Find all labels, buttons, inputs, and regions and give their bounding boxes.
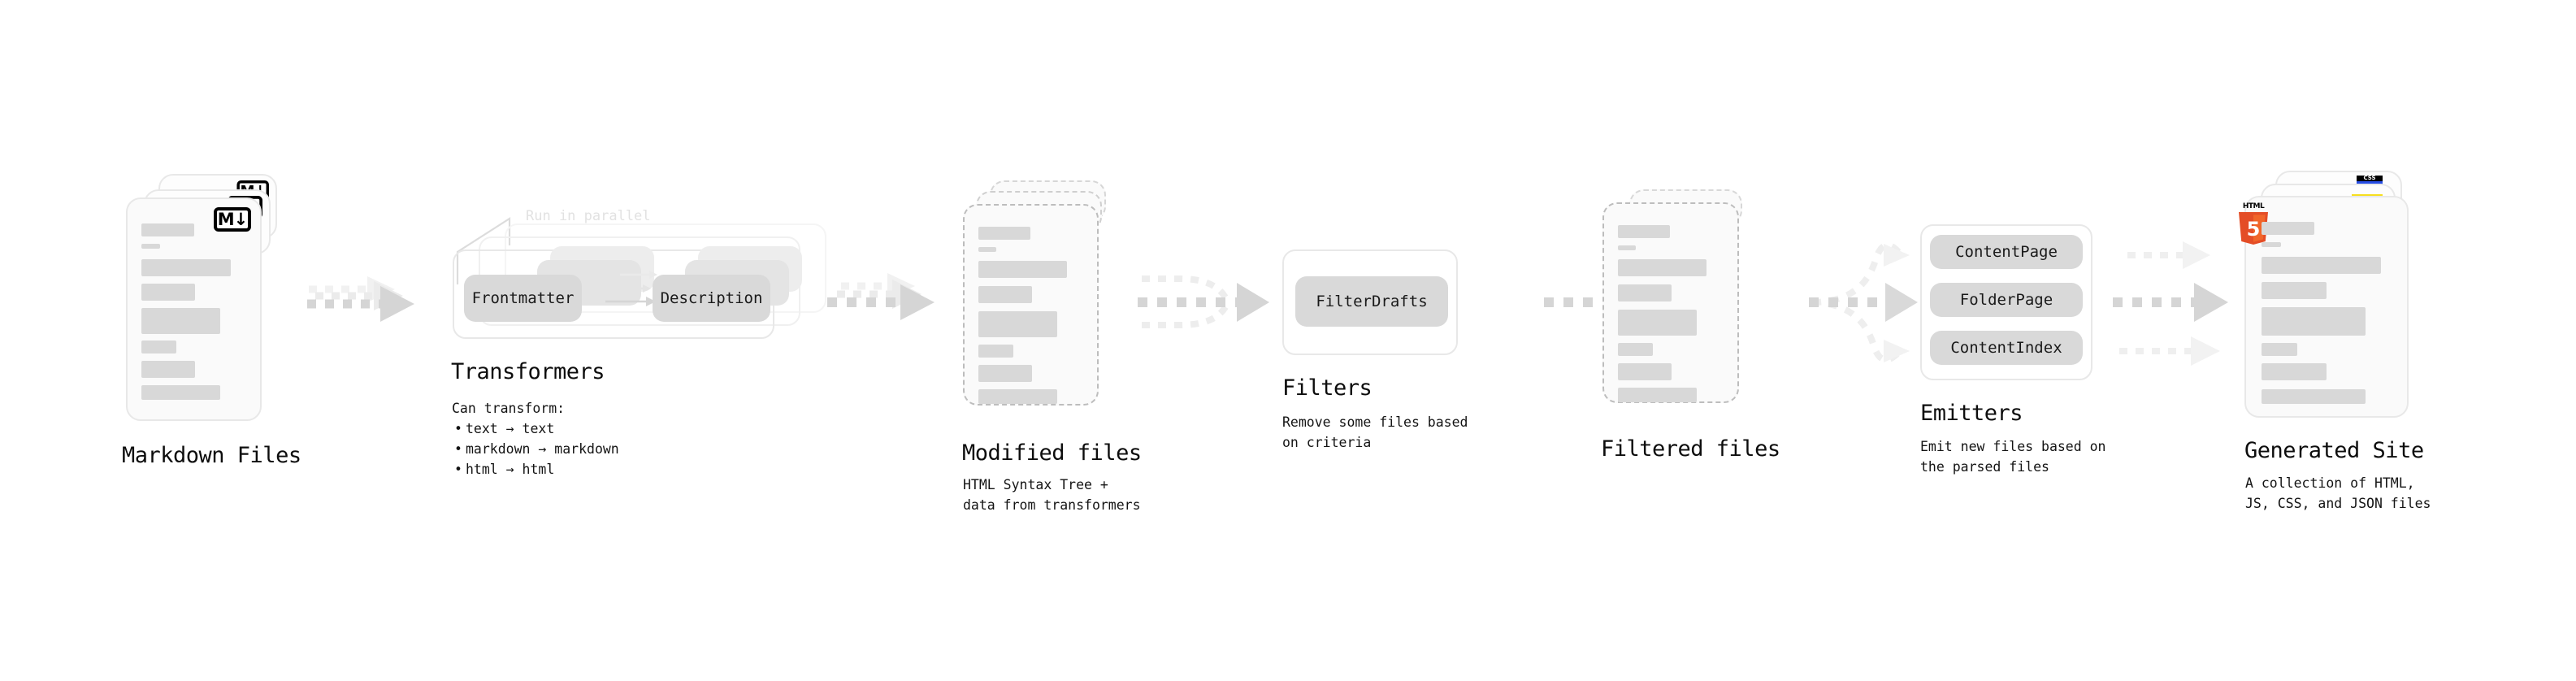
stage-modified-files: Modified files HTML Syntax Tree + data f… bbox=[962, 180, 1174, 513]
css-icon: CSS bbox=[2357, 176, 2383, 185]
html5-shield-icon: 5 bbox=[2239, 212, 2268, 245]
emitter-chip-folderpage[interactable]: FolderPage bbox=[1930, 283, 2083, 317]
transformers-description: Can transform: text → text markdown → ma… bbox=[452, 398, 619, 479]
arrow-markdown-to-transformers bbox=[307, 276, 414, 322]
filtered-files-title: Filtered files bbox=[1601, 436, 1780, 462]
transformers-list-item-1: markdown → markdown bbox=[454, 439, 619, 459]
emitter-chip-contentindex[interactable]: ContentIndex bbox=[1930, 331, 2083, 365]
site-card-front: HTML 5 bbox=[2239, 196, 2409, 418]
run-in-parallel-label: Run in parallel bbox=[526, 208, 651, 224]
transformers-list-item-2: html → html bbox=[454, 459, 619, 479]
transformers-list: text → text markdown → markdown html → h… bbox=[452, 419, 619, 479]
stage-filtered-files: Filtered files bbox=[1601, 189, 1814, 466]
emitter-chip-contentpage[interactable]: ContentPage bbox=[1930, 235, 2083, 269]
transformers-list-lead: Can transform: bbox=[452, 401, 566, 416]
stage-transformers: Run in parallel Frontmatter Description … bbox=[451, 203, 841, 496]
stage-generated-site: CSS HTML 5 bbox=[2239, 159, 2504, 511]
stage-markdown-files: M↓ M↓ M↓ Markdown F bbox=[122, 163, 337, 468]
filtered-card-front bbox=[1602, 202, 1739, 403]
transformer-chip-frontmatter[interactable]: Frontmatter bbox=[464, 275, 582, 322]
modified-card-stack bbox=[963, 180, 1150, 416]
markdown-card-front: M↓ bbox=[126, 197, 262, 421]
markdown-card-content bbox=[128, 199, 260, 419]
filters-group-box bbox=[1282, 249, 1458, 355]
modified-files-description: HTML Syntax Tree + data from transformer… bbox=[963, 477, 1141, 514]
transformers-title: Transformers bbox=[451, 359, 605, 384]
html5-icon: HTML 5 bbox=[2236, 202, 2270, 245]
filtered-card-stack bbox=[1602, 189, 1789, 425]
arrow-filtered-to-emitters bbox=[1809, 241, 1918, 363]
filter-chip-filterdrafts[interactable]: FilterDrafts bbox=[1295, 276, 1448, 327]
transformers-list-item-0: text → text bbox=[454, 419, 619, 439]
modified-card-content bbox=[965, 206, 1097, 404]
arrow-modified-to-filters bbox=[1138, 275, 1269, 328]
arrow-emitters-to-site bbox=[2113, 241, 2228, 366]
html5-icon-label: HTML bbox=[2242, 202, 2265, 210]
emitters-description: Emit new files based on the parsed files bbox=[1920, 439, 2106, 475]
modified-card-front bbox=[963, 204, 1099, 406]
arrow-transformers-to-modified bbox=[827, 273, 935, 320]
generated-site-title: Generated Site bbox=[2244, 438, 2424, 463]
stage-filters: FilterDrafts Filters Remove some files b… bbox=[1282, 249, 1510, 493]
site-card-stack: CSS HTML 5 bbox=[2239, 159, 2456, 436]
generated-site-description: A collection of HTML, JS, CSS, and JSON … bbox=[2245, 475, 2431, 512]
markdown-card-stack: M↓ M↓ M↓ bbox=[126, 163, 337, 431]
transformer-chip-description[interactable]: Description bbox=[653, 275, 770, 322]
transformer-inner-arrows bbox=[605, 271, 657, 306]
filters-title: Filters bbox=[1282, 375, 1373, 401]
filters-description: Remove some files based on criteria bbox=[1282, 414, 1468, 451]
emitters-group-box bbox=[1920, 224, 2092, 380]
markdown-files-title: Markdown Files bbox=[122, 443, 301, 468]
site-card-content bbox=[2246, 197, 2407, 416]
filtered-card-content bbox=[1604, 204, 1737, 402]
modified-files-title: Modified files bbox=[962, 440, 1142, 466]
stage-emitters: ContentPage FolderPage ContentIndex Emit… bbox=[1920, 224, 2164, 484]
svg-text:5: 5 bbox=[2247, 218, 2261, 241]
markdown-icon: M↓ bbox=[214, 207, 251, 232]
emitters-title: Emitters bbox=[1920, 401, 2023, 426]
